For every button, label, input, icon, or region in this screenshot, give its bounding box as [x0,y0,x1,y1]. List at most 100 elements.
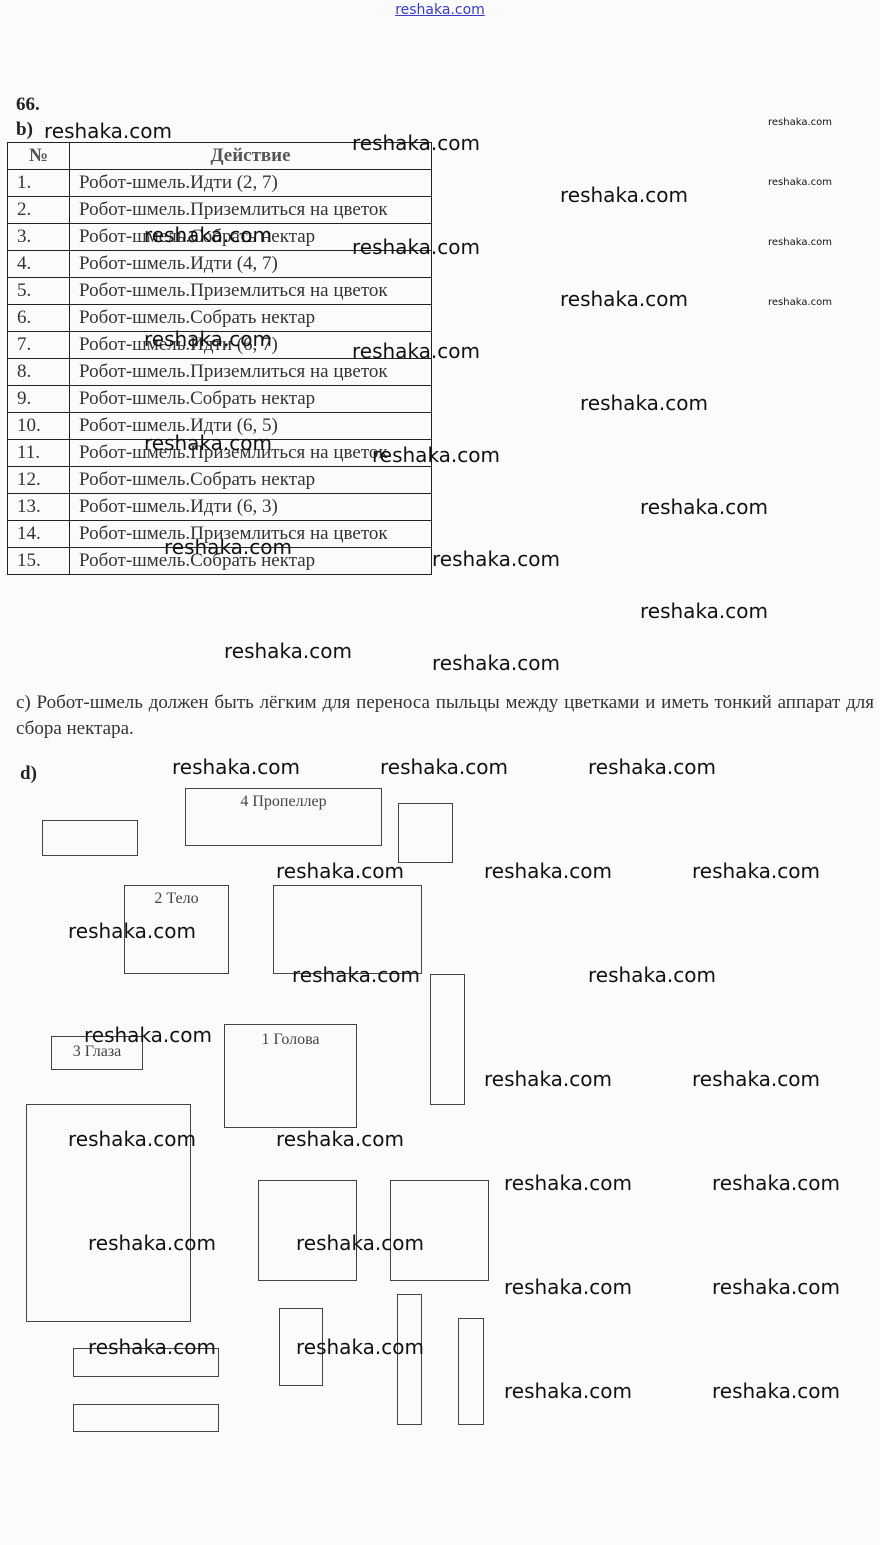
diagram-box [273,885,422,974]
diagram-box [390,1180,489,1281]
row-number: 10. [7,412,70,440]
part-b-label: b) [16,119,33,140]
watermark: reshaka.com [692,859,820,883]
eyes-box: 3 Глаза [51,1036,143,1070]
watermark: reshaka.com [276,859,404,883]
diagram-box [26,1104,191,1322]
watermark: reshaka.com [144,223,272,247]
watermark: reshaka.com [68,919,196,943]
watermark: reshaka.com [768,177,832,188]
head-label: 1 Голова [261,1031,320,1048]
watermark: reshaka.com [432,651,560,675]
watermark: reshaka.com [588,963,716,987]
watermark: reshaka.com [144,327,272,351]
row-action: Робот-шмель.Приземлиться на цветок [69,439,432,467]
diagram-box [73,1348,219,1377]
watermark: reshaka.com [172,755,300,779]
row-action: Робот-шмель.Собрать нектар [69,547,432,575]
row-number: 4. [7,250,70,278]
table-row: 12.Робот-шмель.Собрать нектар [7,466,432,494]
table-row: 7.Робот-шмель.Идти (6, 7) [7,331,432,359]
table-row: 2.Робот-шмель.Приземлиться на цветок [7,196,432,224]
propeller-label: 4 Пропеллер [240,793,327,810]
row-number: 15. [7,547,70,575]
row-number: 8. [7,358,70,386]
row-number: 13. [7,493,70,521]
watermark: reshaka.com [504,1171,632,1195]
row-number: 7. [7,331,70,359]
actions-table: № Действие 1.Робот-шмель.Идти (2, 7)2.Ро… [7,142,432,575]
watermark: reshaka.com [640,599,768,623]
table-row: 3.Робот-шмель.Собрать нектар [7,223,432,251]
row-number: 5. [7,277,70,305]
watermark: reshaka.com [712,1275,840,1299]
propeller-box: 4 Пропеллер [185,788,382,846]
table-row: 9.Робот-шмель.Собрать нектар [7,385,432,413]
watermark: reshaka.com [504,1379,632,1403]
row-action: Робот-шмель.Собрать нектар [69,385,432,413]
row-number: 6. [7,304,70,332]
row-number: 11. [7,439,70,467]
watermark: reshaka.com [580,391,708,415]
table-row: 6.Робот-шмель.Собрать нектар [7,304,432,332]
diagram-box [458,1318,484,1425]
watermark: reshaka.com [484,1067,612,1091]
watermark: reshaka.com [352,235,480,259]
watermark: reshaka.com [352,131,480,155]
watermark: reshaka.com [88,1335,216,1359]
watermark: reshaka.com [640,495,768,519]
watermark: reshaka.com [588,755,716,779]
watermark: reshaka.com [484,859,612,883]
row-action: Робот-шмель.Приземлиться на цветок [69,520,432,548]
eyes-label: 3 Глаза [72,1043,122,1060]
table-row: 5.Робот-шмель.Приземлиться на цветок [7,277,432,305]
column-header-action: Действие [69,142,432,170]
watermark: reshaka.com [560,287,688,311]
table-row: 14.Робот-шмель.Приземлиться на цветок [7,520,432,548]
part-d-label: d) [20,763,37,784]
watermark: reshaka.com [352,339,480,363]
watermark: reshaka.com [296,1231,424,1255]
watermark: reshaka.com [68,1127,196,1151]
watermark: reshaka.com [712,1171,840,1195]
watermark: reshaka.com [224,639,352,663]
table-row: 11.Робот-шмель.Приземлиться на цветок [7,439,432,467]
column-header-number: № [7,142,70,170]
diagram-box [397,1294,422,1425]
watermark: reshaka.com [164,535,292,559]
row-number: 14. [7,520,70,548]
diagram-box [42,820,138,856]
row-action: Робот-шмель.Собрать нектар [69,466,432,494]
task-number: 66. [16,94,40,115]
row-action: Робот-шмель.Идти (2, 7) [69,169,432,197]
watermark: reshaka.com [432,547,560,571]
watermark: reshaka.com [276,1127,404,1151]
body-box: 2 Тело [124,885,229,974]
row-action: Робот-шмель.Собрать нектар [69,223,432,251]
table-row: 1.Робот-шмель.Идти (2, 7) [7,169,432,197]
body-label: 2 Тело [154,890,199,907]
table-row: 13.Робот-шмель.Идти (6, 3) [7,493,432,521]
row-number: 3. [7,223,70,251]
head-box: 1 Голова [224,1024,357,1128]
row-action: Робот-шмель.Идти (4, 7) [69,250,432,278]
watermark: reshaka.com [372,443,500,467]
diagram-box [430,974,465,1105]
diagram-box [73,1404,219,1432]
watermark: reshaka.com [292,963,420,987]
row-number: 2. [7,196,70,224]
row-action: Робот-шмель.Идти (6, 3) [69,493,432,521]
watermark: reshaka.com [44,119,172,143]
watermark: reshaka.com [504,1275,632,1299]
watermark: reshaka.com [768,297,832,308]
watermark: reshaka.com [144,431,272,455]
table-row: 15.Робот-шмель.Собрать нектар [7,547,432,575]
table-row: 10.Робот-шмель.Идти (6, 5) [7,412,432,440]
watermark: reshaka.com [560,183,688,207]
site-link[interactable]: reshaka.com [395,2,485,18]
row-action: Робот-шмель.Собрать нектар [69,304,432,332]
watermark: reshaka.com [768,117,832,128]
watermark: reshaka.com [768,237,832,248]
row-number: 9. [7,385,70,413]
table-row: 4.Робот-шмель.Идти (4, 7) [7,250,432,278]
